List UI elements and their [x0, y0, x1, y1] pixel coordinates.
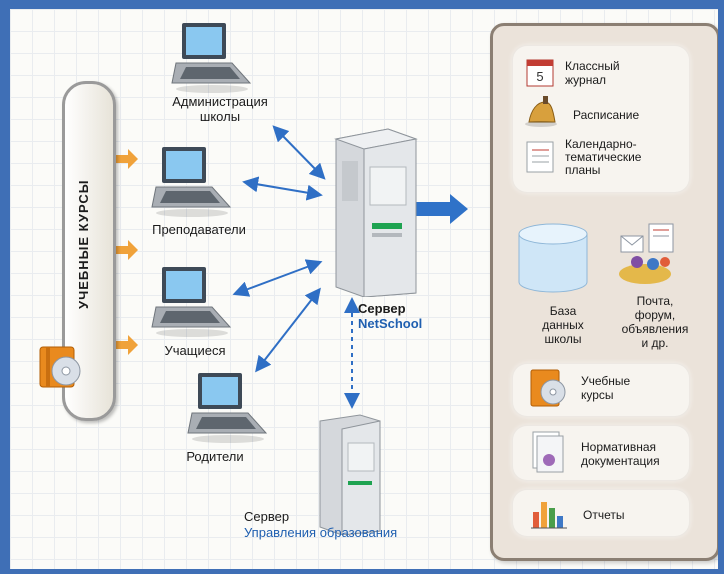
server-icon	[319, 414, 381, 535]
courses-pill-label: УЧЕБНЫЕ КУРСЫ	[76, 179, 91, 309]
laptop-icon	[171, 23, 252, 93]
orange-arrow-1	[110, 149, 138, 169]
plan-document-icon	[526, 141, 554, 173]
main-server-label-1: Сервер	[358, 301, 406, 316]
database-icon	[518, 223, 588, 293]
arrow-students-server	[232, 259, 323, 297]
service-docs-label: Нормативная документация	[581, 440, 660, 468]
service-journal-label: Классный журнал	[565, 59, 620, 87]
client-label-parents: Родители	[186, 449, 244, 464]
client-label-students: Учащиеся	[164, 343, 226, 358]
bar-chart-icon	[531, 502, 567, 529]
client-label-teachers: Преподаватели	[152, 222, 246, 237]
service-database-label: База данных школы	[542, 304, 584, 346]
edu-server-label-2: Управления образования	[244, 525, 398, 540]
arrow-parents-server	[255, 287, 321, 373]
arrow-admin-server	[272, 125, 326, 180]
service-courses-label: Учебные курсы	[581, 374, 631, 402]
edu-server-label-1: Сервер	[244, 509, 290, 524]
client-label-admin: Администрация школы	[172, 94, 268, 124]
server-icon	[334, 128, 418, 297]
bell-icon	[525, 96, 557, 127]
service-mail-label: Почта, форум, объявления и др.	[621, 294, 689, 350]
service-schedule-label: Расписание	[573, 108, 640, 122]
cd-book-icon	[39, 346, 81, 388]
connection-arrows	[110, 125, 468, 409]
calendar-journal-icon: 5	[526, 59, 554, 87]
cd-book-icon	[530, 369, 566, 407]
orange-arrow-2	[110, 240, 138, 260]
mail-forum-icon	[619, 223, 674, 284]
arrow-teachers-server	[242, 176, 323, 201]
journal-date: 5	[536, 69, 543, 84]
laptop-icon	[187, 373, 268, 443]
document-icon	[532, 431, 564, 473]
laptop-icon	[151, 267, 232, 337]
main-server-label-2: NetSchool	[358, 316, 423, 331]
laptop-icon	[151, 147, 232, 217]
services-panel: 5 Классный журнал Расписание Календарно-…	[490, 23, 718, 561]
service-reports-label: Отчеты	[583, 508, 625, 522]
diagram-canvas: УЧЕБНЫЕ КУРСЫ Администрация школы Препод…	[10, 9, 718, 569]
orange-arrow-3	[110, 335, 138, 355]
service-plans-label: Календарно- тематические планы	[565, 137, 642, 177]
arrow-server-to-services	[415, 194, 468, 224]
